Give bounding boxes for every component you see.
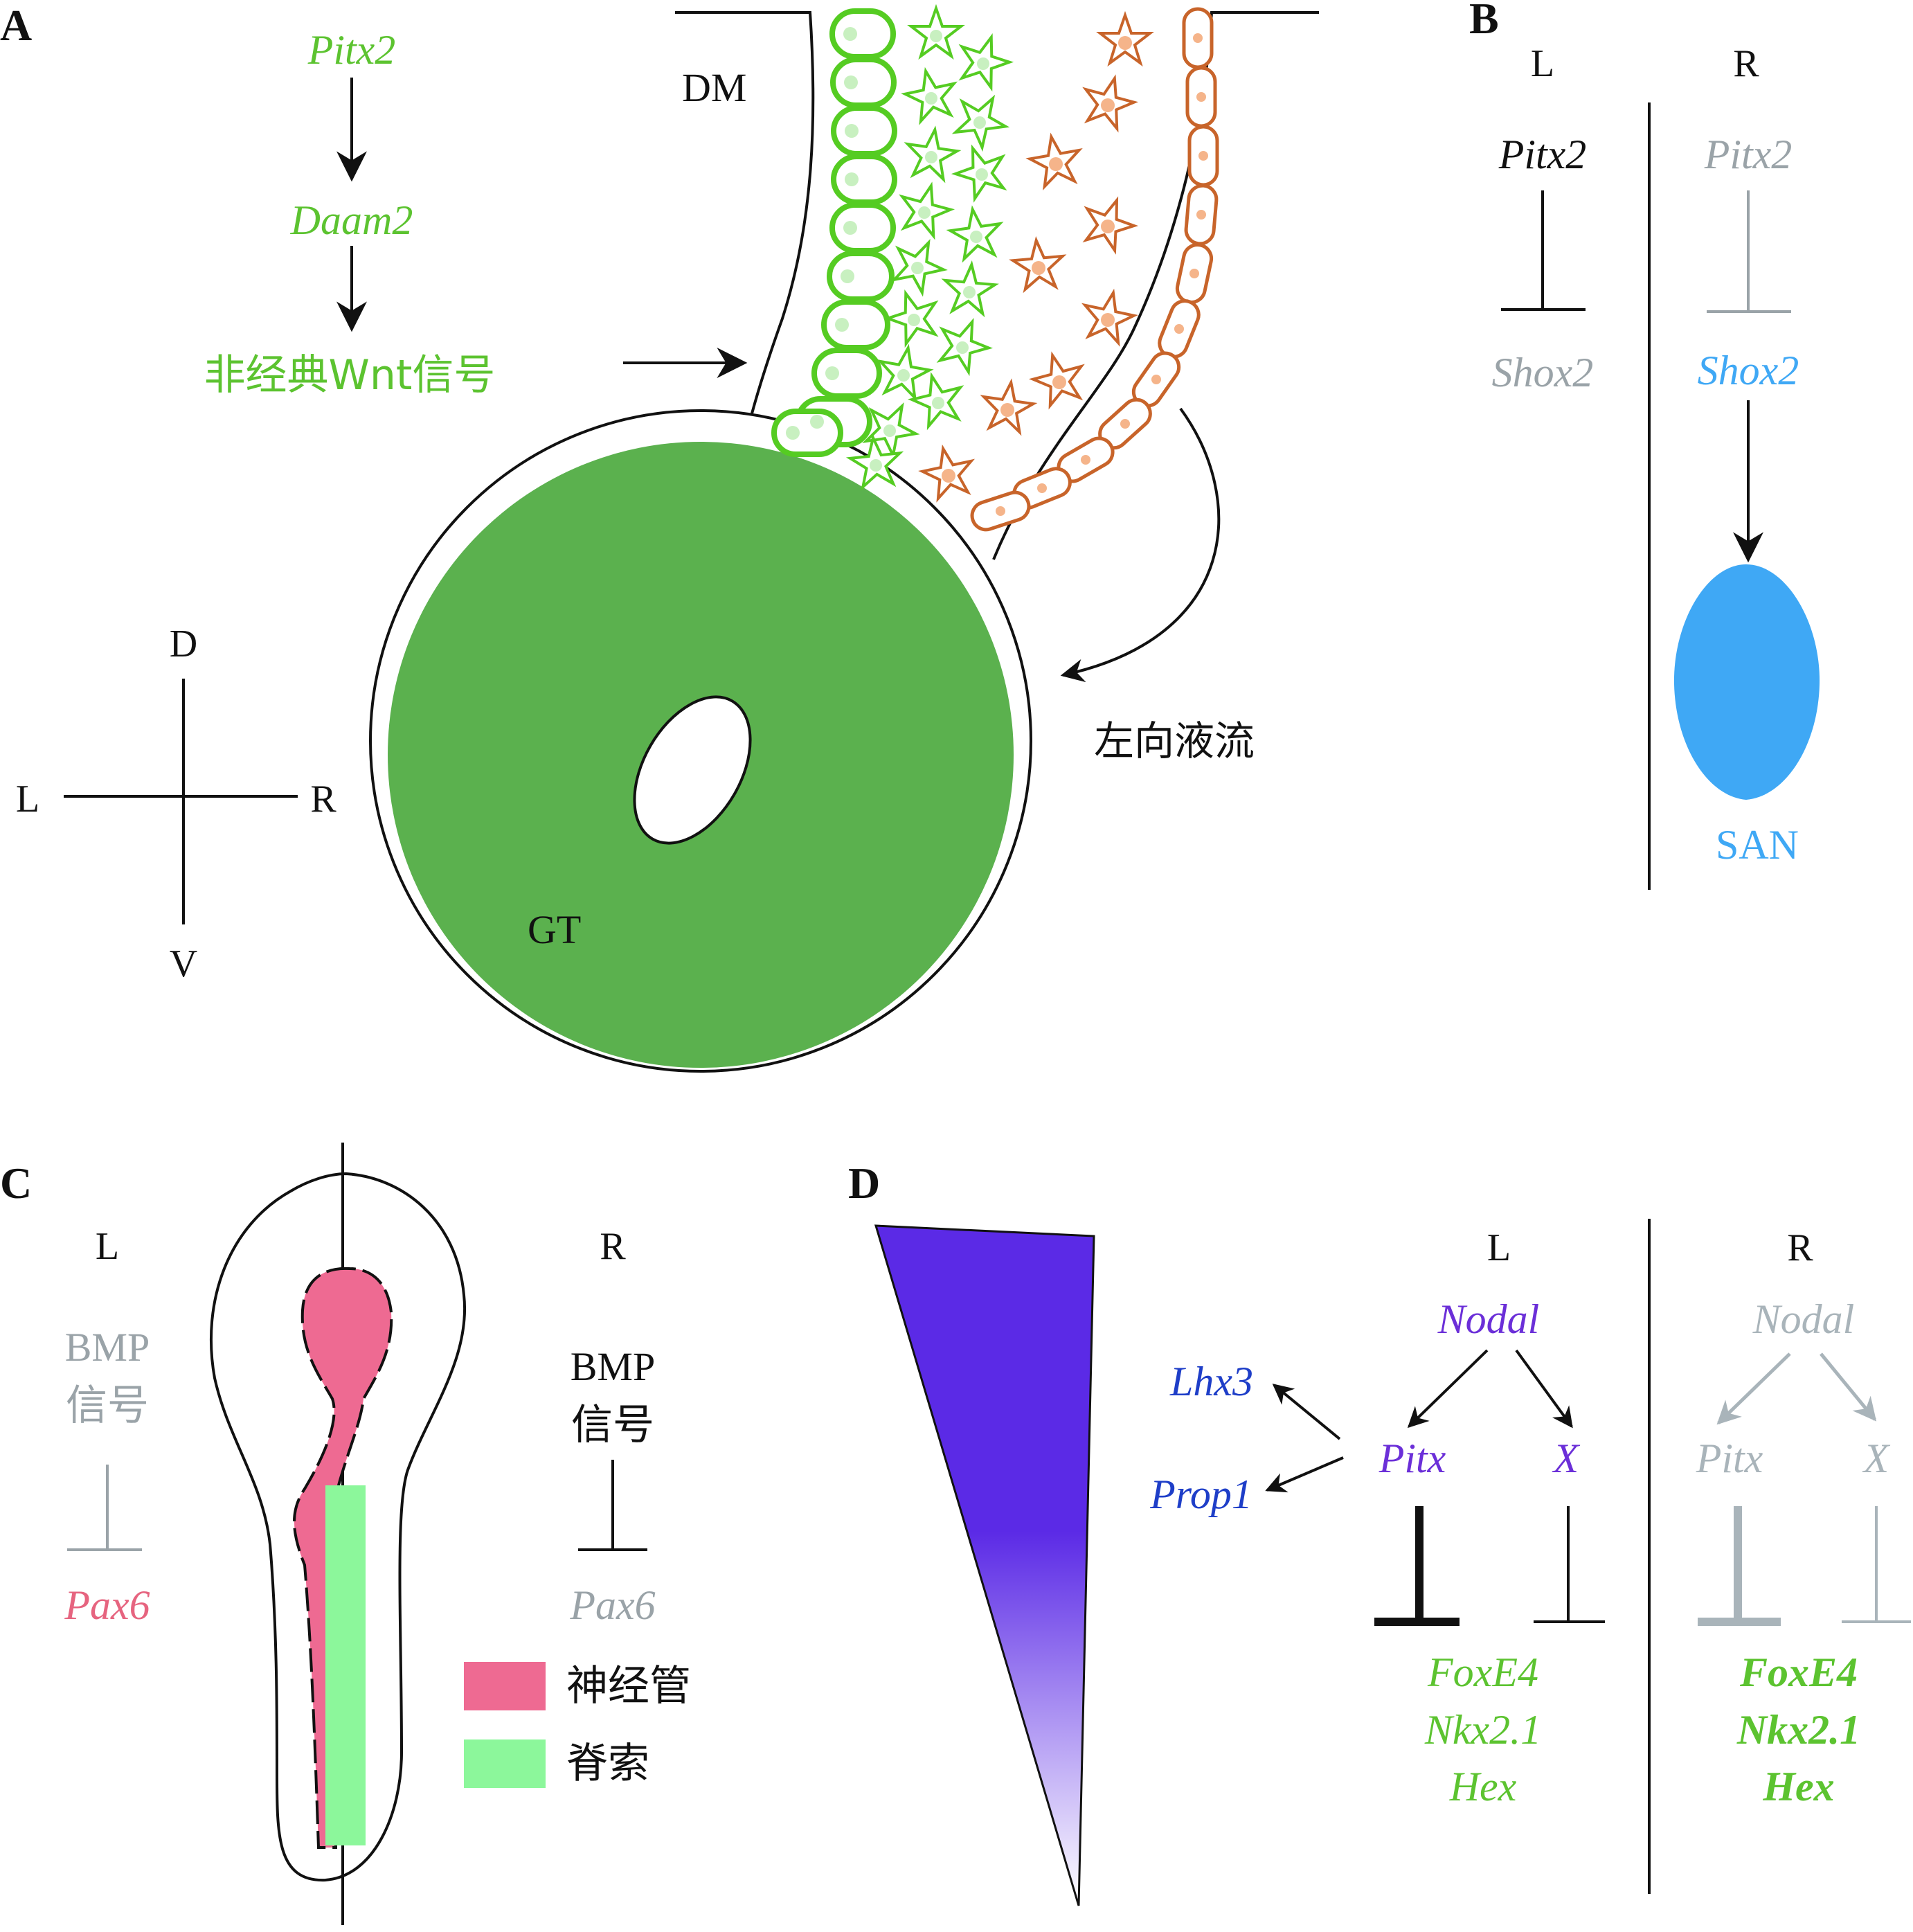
d-right-arrow-x	[1820, 1352, 1877, 1422]
b-left-shox2: Shox2	[1492, 350, 1594, 395]
c-left-signal: 信号	[66, 1381, 149, 1430]
green-epithelium	[771, 8, 897, 457]
d-arrow-prop1	[1265, 1456, 1344, 1493]
c-right-signal: 信号	[571, 1401, 654, 1449]
d-left-side: L	[1487, 1226, 1511, 1269]
green-cell	[811, 348, 882, 399]
orange-star-nuclei	[942, 36, 1132, 483]
gut-lumen	[633, 695, 752, 845]
gt-label: GT	[528, 907, 581, 952]
green-cell	[831, 154, 897, 205]
c-left-pax6: Pax6	[64, 1582, 150, 1628]
panel-c-letter: C	[0, 1159, 32, 1208]
c-right-pax6: Pax6	[569, 1582, 655, 1628]
mesentery-left-wall	[675, 11, 815, 430]
panel-a: A Pitx2 Daam2 非经典Wnt信号 DM GT	[0, 1, 1319, 1073]
d-right-nodal: Nodal	[1752, 1296, 1855, 1342]
d-left-pitx: Pitx	[1378, 1435, 1446, 1481]
pathway-pitx2: Pitx2	[307, 27, 396, 73]
legend-label-neural-tube: 神经管	[566, 1662, 691, 1710]
leftward-flow-arrow	[1060, 407, 1221, 683]
d-left-nkx21: Nkx2.1	[1424, 1707, 1541, 1753]
green-cell	[771, 409, 843, 457]
panel-c: C L R BMP 信号 Pax6 BMP 信号 Pax6 神经管 脊索	[0, 1143, 691, 1925]
panel-b-right-side: R	[1733, 42, 1759, 85]
flow-label: 左向液流	[1094, 717, 1255, 764]
axis-right: R	[310, 778, 336, 821]
d-left-arrow-x	[1515, 1349, 1573, 1429]
d-right-nkx21: Nkx2.1	[1736, 1707, 1860, 1753]
legend-swatch-neural-tube	[464, 1662, 546, 1710]
green-cell	[829, 8, 896, 60]
d-prop1: Prop1	[1149, 1472, 1252, 1517]
axis-left: L	[16, 778, 39, 821]
d-left-nodal: Nodal	[1437, 1296, 1540, 1342]
panel-b-letter: B	[1469, 0, 1499, 43]
panel-a-letter: A	[0, 1, 32, 50]
san-node	[1673, 564, 1820, 800]
d-right-x: X	[1862, 1435, 1891, 1481]
pathway-wnt: 非经典Wnt信号	[204, 351, 496, 400]
c-right-bmp: BMP	[571, 1344, 656, 1389]
b-right-shox2: Shox2	[1698, 348, 1799, 393]
legend-label-notochord: 脊索	[566, 1739, 649, 1788]
axis-dorsal: D	[170, 623, 197, 665]
d-left-arrow-pitx	[1407, 1349, 1489, 1429]
b-right-pitx2: Pitx2	[1704, 132, 1793, 177]
panel-d-letter: D	[848, 1159, 880, 1208]
d-right-side: R	[1787, 1226, 1813, 1269]
panel-c-left-side: L	[96, 1225, 119, 1268]
green-cell	[821, 299, 890, 350]
green-cell-nuclei	[786, 27, 859, 440]
b-left-pitx2: Pitx2	[1498, 132, 1587, 177]
d-lhx3: Lhx3	[1169, 1359, 1253, 1404]
san-label: SAN	[1716, 822, 1799, 868]
pathway-daam2: Daam2	[290, 197, 413, 243]
d-right-pitx: Pitx	[1696, 1435, 1763, 1481]
panel-c-right-side: R	[600, 1225, 626, 1268]
green-cell	[831, 105, 897, 156]
c-left-bmp: BMP	[65, 1325, 150, 1370]
d-left-foxe4: FoxE4	[1427, 1649, 1538, 1695]
dm-label: DM	[682, 65, 746, 110]
d-right-arrow-pitx	[1716, 1352, 1791, 1425]
panel-b-left-side: L	[1531, 42, 1554, 85]
d-right-hex: Hex	[1762, 1764, 1834, 1809]
d-arrow-lhx3	[1272, 1384, 1341, 1440]
d-left-hex: Hex	[1449, 1764, 1517, 1809]
orange-epithelium	[970, 7, 1219, 532]
notochord	[325, 1485, 366, 1845]
d-right-foxe4: FoxE4	[1739, 1649, 1858, 1695]
panel-b: B L R Pitx2 Shox2 Pitx2 Shox2 SAN	[1469, 0, 1820, 890]
legend-swatch-notochord	[464, 1739, 546, 1788]
green-cell	[827, 251, 895, 302]
green-cell	[830, 57, 897, 108]
panel-d: D L R Nodal Pitx X Lhx3 Prop1 FoxE4 Nkx2…	[848, 1159, 1911, 1906]
green-cell	[829, 202, 896, 253]
d-left-x: X	[1552, 1435, 1581, 1481]
green-star-nuclei	[870, 30, 989, 472]
nodal-gradient-wedge	[874, 1224, 1095, 1906]
embryo-outline	[209, 1172, 467, 1882]
neural-tube	[293, 1267, 393, 1849]
orange-cell-nuclei	[996, 33, 1208, 516]
axis-ventral: V	[170, 942, 197, 985]
